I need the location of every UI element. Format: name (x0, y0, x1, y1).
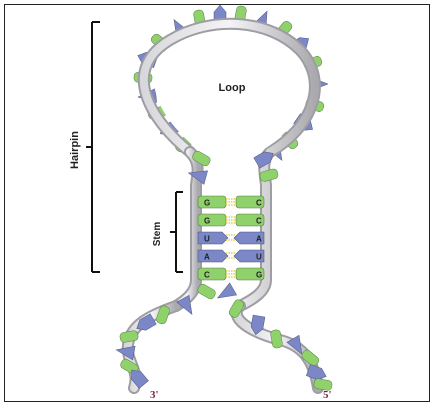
tail-nucleotide (270, 329, 283, 349)
tail-nucleotide (176, 294, 193, 315)
base-letter: U (256, 253, 262, 262)
hydrogen-bonds (226, 216, 236, 224)
hydrogen-bonds (226, 198, 236, 206)
base-letter: G (256, 271, 262, 280)
neck-nucleotide (253, 151, 274, 169)
five-prime-label: 5' (323, 389, 332, 401)
base-letter: C (204, 271, 210, 280)
tail-nucleotide (286, 334, 303, 355)
tail-nucleotide (115, 345, 136, 361)
loop-interior (154, 30, 306, 148)
base-letter: G (204, 199, 210, 208)
tail-nucleotide (119, 330, 139, 343)
three-prime-label: 3' (150, 389, 159, 401)
tail-nucleotide (250, 314, 266, 336)
base-letter: U (204, 235, 210, 244)
tail-nucleotide (313, 378, 333, 391)
tail-nucleotide (301, 349, 320, 367)
hydrogen-bonds (226, 252, 236, 259)
hydrogen-bonds (226, 234, 236, 241)
neck-nucleotide (259, 168, 279, 182)
base-letter: A (204, 253, 210, 262)
base-letter: C (256, 199, 262, 208)
tail-nucleotide (136, 313, 157, 331)
tail-nucleotide (305, 363, 327, 380)
tail-nucleotide (217, 282, 238, 299)
tail-nucleotide (131, 369, 149, 389)
base-letter: A (256, 235, 262, 244)
loop-label: Loop (219, 82, 246, 94)
neck-nucleotide (192, 150, 211, 167)
tail-nucleotides (115, 282, 333, 391)
tail-nucleotide (197, 283, 216, 300)
hairpin-label: Hairpin (69, 131, 81, 169)
base-letter: C (256, 217, 262, 226)
tail-nucleotide (156, 305, 170, 325)
stem-label: Stem (152, 222, 163, 247)
tail-nucleotide (228, 299, 245, 318)
neck-nucleotide (187, 170, 208, 185)
hairpin-bracket (86, 21, 100, 273)
stem-bracket (170, 191, 183, 273)
base-letter: G (204, 217, 210, 226)
hydrogen-bonds (226, 270, 236, 278)
